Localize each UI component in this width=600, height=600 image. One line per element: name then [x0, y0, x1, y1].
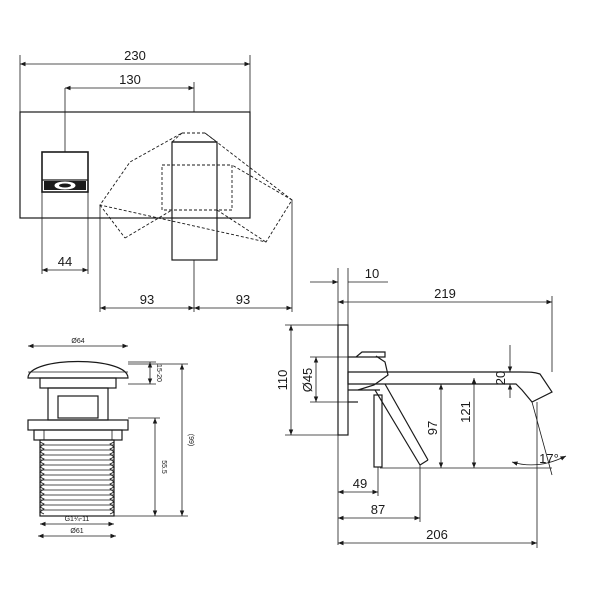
thread-section: [39, 439, 115, 517]
dim-diameter: Ø45: [300, 368, 315, 393]
cartridge-stem: [373, 394, 383, 468]
lever: [357, 355, 389, 391]
spout-side: [347, 371, 553, 403]
dim-handle-width: 44: [58, 254, 72, 269]
dim-cap-height: 15-20: [155, 364, 162, 382]
wall-plate: [19, 111, 251, 219]
waste-body: [47, 387, 109, 421]
wall-plate-side: [337, 324, 349, 436]
waste-view: Ø64 G1¼-11 Ø61 15-20 55.: [27, 338, 194, 539]
dim-outlet-offset: 130: [119, 72, 141, 87]
dim-plate-thickness: 10: [365, 266, 379, 281]
dim-thread-spec: G1¼-11: [65, 516, 90, 523]
dim-swing-left: 93: [140, 292, 154, 307]
dim-depth-49: 49: [353, 476, 367, 491]
dim-depth-87: 87: [371, 502, 385, 517]
diverter-handle: [41, 151, 89, 193]
dim-bottom-diameter: Ø61: [70, 528, 83, 535]
dim-height-121: 121: [458, 401, 473, 423]
dim-angle: 17°: [539, 451, 559, 466]
dim-top-diameter: Ø64: [71, 338, 84, 345]
dim-swing-right: 93: [236, 292, 250, 307]
waste-cap: [27, 360, 129, 379]
dim-spout-length: 219: [434, 286, 456, 301]
dim-reach-206: 206: [426, 527, 448, 542]
dim-thread-length: 55.5: [160, 460, 167, 474]
handle-top: [348, 351, 386, 358]
side-view: 10 219 110 Ø45 20 121: [275, 266, 567, 548]
dim-plate-height: 110: [275, 370, 290, 391]
dim-height-97: 97: [425, 421, 440, 435]
dim-spout-height: 20: [493, 371, 508, 385]
spout-front: [171, 141, 218, 261]
dim-total-height: (99): [187, 434, 194, 446]
front-view: 230 130 44 9: [19, 48, 293, 312]
dim-width-total: 230: [124, 48, 146, 63]
swing-ghost: [99, 132, 293, 243]
